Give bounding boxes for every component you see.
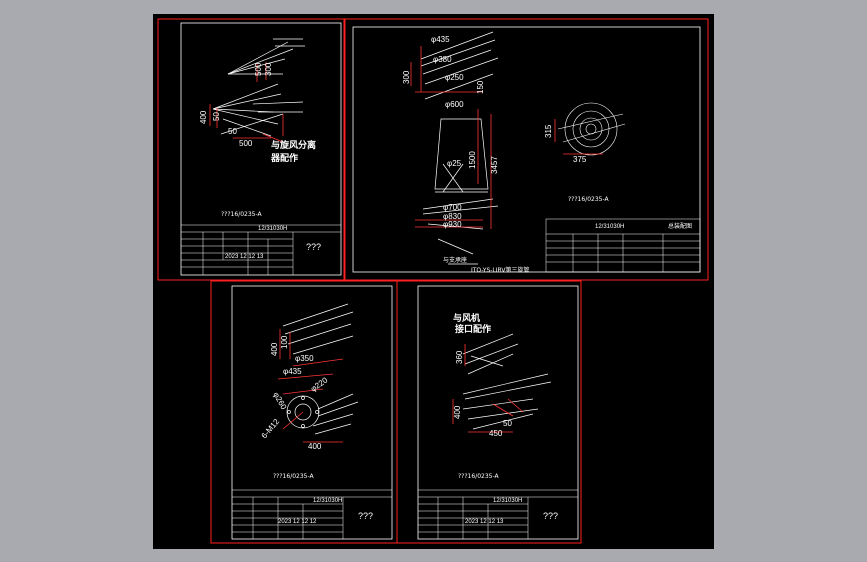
sheet-4-dim-3: 450 (489, 429, 503, 438)
sheet-2-dim-7: 1500 (468, 151, 477, 169)
sheet-1-dim-5: 50 (228, 127, 237, 136)
sheet-4-dim-lines (452, 344, 524, 433)
sheet-4-note-line2: 接口配作 (455, 323, 491, 335)
sheet-3-title-code: 12/31030H (313, 498, 342, 504)
sheet-2-dim-10: φ830 (443, 212, 462, 221)
sheet-3-flange-drawing (282, 303, 359, 435)
sheet-3-inner-border (231, 285, 393, 540)
sheet-3-title-q: ??? (358, 511, 373, 521)
sheet-1-dim-lines (209, 62, 284, 143)
sheet-2: φ435 φ380 φ250 300 150 φ600 φ25 1500 345… (344, 18, 709, 281)
sheet-1-dim-4: 500 (239, 139, 253, 148)
sheet-1-title-code: 12/31030H (258, 226, 287, 232)
sheet-4-note-line1: 与风机 (453, 312, 480, 324)
sheet-1-inner-border (180, 22, 342, 276)
sheet-2-dim-12: 315 (544, 124, 553, 138)
sheet-3-dim-7: 400 (308, 442, 322, 451)
sheet-2-title-code: 12/31030H (595, 224, 624, 230)
sheet-4-dim-2: 50 (503, 419, 512, 428)
sheet-4-dim-0: 360 (455, 350, 464, 364)
sheet-2-dim-2: φ250 (445, 73, 464, 82)
sheet-4-scale-row: 2023 12 12 13 (465, 519, 504, 525)
sheet-2-part-title: ITO-YS-LIRV第三旋管 (471, 266, 529, 274)
sheet-2-dim-0: φ435 (431, 35, 450, 44)
sheet-2-drawing-no: ???16/0235-A (568, 196, 610, 203)
sheet-4-title-code: 12/31030H (493, 498, 522, 504)
sheet-2-bottom-note: 与支承座 (443, 256, 467, 264)
sheet-2-title-right: 总装配图 (668, 222, 692, 230)
sheet-2-dim-4: 150 (476, 80, 485, 94)
sheet-1-dim-1: 300 (264, 62, 273, 76)
sheet-3-dim-3: φ435 (283, 367, 302, 376)
sheet-1-outer-frame (157, 18, 345, 281)
sheet-1-note-line1: 与旋风分离 (271, 139, 316, 151)
sheet-4: 与风机 接口配作 360 400 50 450 ???16/0235-A 12/… (396, 280, 582, 544)
sheet-3-title-block (232, 489, 392, 539)
sheet-4-outer-frame (396, 280, 582, 544)
sheet-2-dim-6: φ25 (447, 159, 462, 168)
sheet-2-title-block (545, 218, 701, 273)
sheet-3-dim-5: φ220 (309, 375, 330, 393)
sheet-3-outer-frame (210, 280, 398, 544)
sheet-1-title-block (181, 224, 341, 275)
sheet-1-dim-3: 50 (212, 112, 221, 121)
sheet-1-scale-row: 2023 12 12 13 (225, 254, 264, 260)
sheet-3: 400 100 φ350 φ435 φ260 φ220 6-M12 400 ??… (210, 280, 398, 544)
sheet-2-dim-5: φ600 (445, 100, 464, 109)
sheet-3-drawing-no: ???16/0235-A (273, 473, 315, 480)
sheet-1-title-q: ??? (306, 242, 321, 252)
sheet-3-dim-2: φ350 (295, 354, 314, 363)
sheet-2-dim-1: φ380 (433, 55, 452, 64)
sheet-3-dim-1: 100 (280, 335, 289, 349)
sheet-1-dim-2: 400 (199, 110, 208, 124)
sheet-1-drawing-no: ???16/0235-A (221, 211, 263, 218)
sheet-3-scale-row: 2023 12 12 12 (278, 519, 317, 525)
sheet-1-note-line2: 器配作 (270, 152, 298, 164)
sheet-4-title-q: ??? (543, 511, 558, 521)
sheet-1-dim-0: 500 (254, 62, 263, 76)
cad-viewport[interactable]: 500 300 400 50 500 50 与旋风分离 器配作 ???16/02… (153, 14, 714, 549)
sheet-4-title-block (418, 489, 578, 539)
sheet-2-dim-11: φ930 (443, 220, 462, 229)
sheet-1: 500 300 400 50 500 50 与旋风分离 器配作 ???16/02… (157, 18, 345, 281)
sheet-3-dim-6: 6-M12 (260, 417, 282, 441)
sheet-2-cyclone-body (420, 31, 499, 265)
sheet-2-dim-3: 300 (402, 70, 411, 84)
drawing-canvas: 500 300 400 50 500 50 与旋风分离 器配作 ???16/02… (157, 18, 709, 544)
sheet-2-dim-8: 3457 (490, 156, 499, 174)
sheet-2-dim-9: φ700 (443, 203, 462, 212)
sheet-4-inner-border (417, 285, 579, 540)
sheet-3-dim-0: 400 (270, 342, 279, 356)
sheet-3-dim-lines (277, 329, 344, 443)
sheet-2-inner-border (352, 26, 701, 273)
sheet-1-iso-duct (212, 38, 305, 137)
sheet-4-transition-drawing (462, 333, 552, 430)
sheet-2-outer-frame (344, 18, 709, 281)
sheet-4-dim-1: 400 (453, 405, 462, 419)
sheet-2-dim-13: 375 (573, 155, 587, 164)
sheet-2-dim-lines (410, 46, 603, 229)
sheet-4-drawing-no: ???16/0235-A (458, 473, 500, 480)
sheet-2-top-view (557, 102, 626, 156)
